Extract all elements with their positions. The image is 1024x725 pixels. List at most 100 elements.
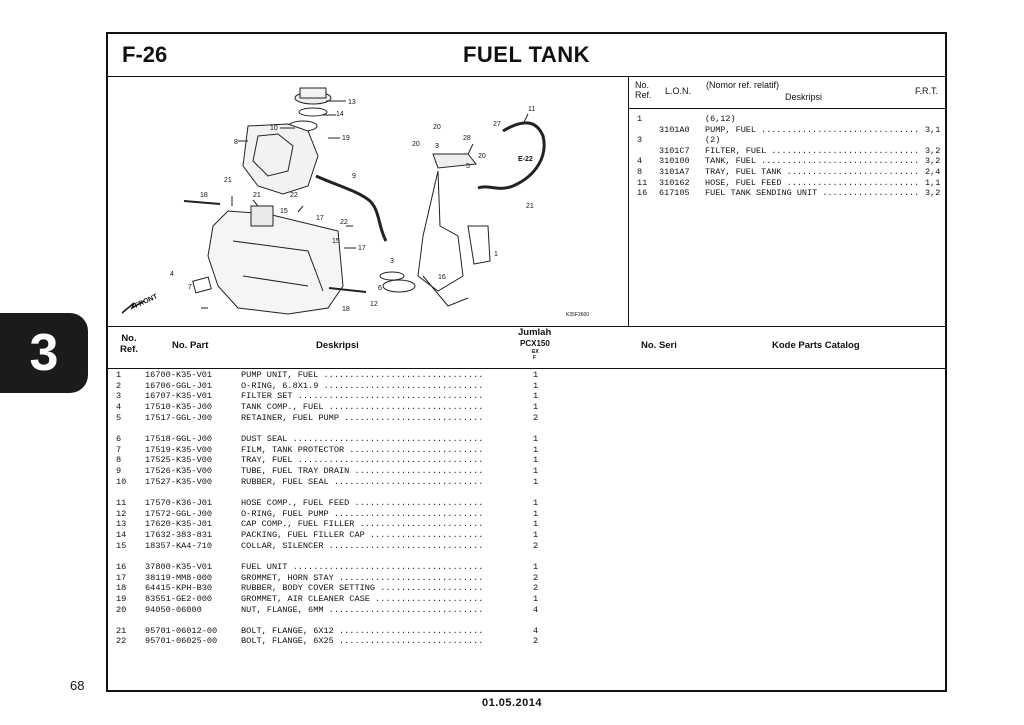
part-qty: 2 (533, 636, 539, 647)
part-part: 16706-GGL-J01 (145, 380, 213, 391)
part-desc: COLLAR, SILENCER .......................… (241, 540, 484, 551)
reference-desc: FILTER, FUEL ...........................… (705, 145, 920, 156)
col-no-ref: No. Ref. (120, 333, 138, 355)
part-part: 17525-K35-V00 (145, 455, 213, 466)
part-part: 17527-K35-V00 (145, 476, 213, 487)
col-jumlah: Jumlah (518, 327, 552, 338)
part-qty: 2 (533, 540, 539, 551)
section-number: 3 (29, 324, 59, 382)
reference-ref: 16 (637, 188, 648, 199)
callout-label: 22 (340, 219, 348, 226)
callout-label: 6 (378, 285, 382, 292)
page-title: FUEL TANK (462, 42, 591, 67)
front-arrow-label: FRONT (134, 293, 159, 310)
part-desc: HOSE COMP., FUEL FEED ..................… (241, 497, 484, 508)
callout-label: 21 (526, 203, 534, 210)
reference-ref: 3 (637, 135, 643, 146)
callout-label: 27 (493, 121, 501, 128)
part-part: 83551-GE2-000 (145, 593, 213, 604)
callout-label: 10 (270, 125, 278, 132)
callout-label: 21 (224, 177, 232, 184)
callout-label: 17 (358, 245, 366, 252)
part-part: 17620-K35-J01 (145, 519, 213, 530)
part-ref: 8 (116, 455, 122, 466)
part-qty: 1 (533, 476, 539, 487)
part-qty: 1 (533, 593, 539, 604)
group-gap (108, 423, 945, 434)
part-desc: DUST SEAL ..............................… (241, 433, 484, 444)
callout-label: 11 (528, 106, 535, 113)
part-desc: PACKING, FUEL FILLER CAP ...............… (241, 529, 484, 540)
reference-desc: (2) (705, 135, 721, 146)
part-ref: 2 (116, 380, 122, 391)
footer-date: 01.05.2014 (481, 697, 543, 709)
reference-lon: 310100 (659, 156, 690, 167)
part-desc: RUBBER, BODY COVER SETTING .............… (241, 583, 484, 594)
callout-label: 18 (342, 306, 350, 313)
reference-frt: 1,1 (925, 177, 941, 188)
part-desc: TRAY, FUEL .............................… (241, 455, 484, 466)
reference-ref: 4 (637, 156, 643, 167)
callout-label: 3 (390, 258, 394, 265)
part-qty: 1 (533, 497, 539, 508)
reference-row: 3 (2) (629, 135, 945, 146)
part-qty: 1 (533, 561, 539, 572)
part-part: 17570-K36-J01 (145, 497, 213, 508)
part-ref: 19 (116, 593, 127, 604)
part-part: 94050-06000 (145, 604, 202, 615)
part-ref: 17 (116, 572, 127, 583)
callout-label: 7 (188, 284, 192, 291)
part-qty: 2 (533, 412, 539, 423)
reference-lon: 310162 (659, 177, 690, 188)
reference-lon: 3101A7 (659, 166, 690, 177)
part-qty: 2 (533, 583, 539, 594)
col-deskripsi: Deskripsi (316, 340, 359, 351)
reference-table: No. Ref. L.O.N. (Nomor ref. relatif) Des… (629, 76, 945, 327)
catalog-frame: F-26 FUEL TANK (106, 32, 947, 692)
part-ref: 9 (116, 466, 122, 476)
part-ref: 11 (116, 497, 127, 508)
group-gap (108, 551, 945, 562)
reference-lon: 3101C7 (659, 145, 690, 156)
part-desc: FILTER SET .............................… (241, 391, 484, 402)
col-no-part: No. Part (172, 340, 209, 351)
reference-frt: 3,2 (925, 188, 941, 199)
part-desc: BOLT, FLANGE, 6X12 .....................… (241, 625, 484, 636)
callout-label: 4 (170, 271, 174, 278)
part-ref: 7 (116, 444, 122, 455)
col-model-sub1: EX (532, 349, 539, 355)
col-kode-parts-catalog: Kode Parts Catalog (772, 340, 860, 351)
callout-label: 18 (200, 192, 208, 199)
part-ref: 15 (116, 540, 127, 551)
part-desc: PUMP UNIT, FUEL ........................… (241, 370, 484, 380)
part-qty: 1 (533, 391, 539, 402)
callout-label: 20 (478, 153, 486, 160)
col-nomor-ref: (Nomor ref. relatif) (706, 80, 780, 90)
part-part: 17526-K35-V00 (145, 466, 213, 476)
part-qty: 1 (533, 433, 539, 444)
part-desc: FILM, TANK PROTECTOR ...................… (241, 444, 484, 455)
callout-label: 15 (332, 238, 340, 245)
reference-desc: TRAY, FUEL TANK ........................… (705, 166, 920, 177)
callout-label: 8 (234, 139, 238, 146)
part-desc: NUT, FLANGE, 6MM .......................… (241, 604, 484, 615)
fuel-tank-diagram: 13 14 10 19 8 20 27 11 20 28 20 5 E-22 3… (121, 87, 589, 318)
page-number: 68 (70, 678, 85, 693)
callout-label: 14 (336, 111, 344, 118)
